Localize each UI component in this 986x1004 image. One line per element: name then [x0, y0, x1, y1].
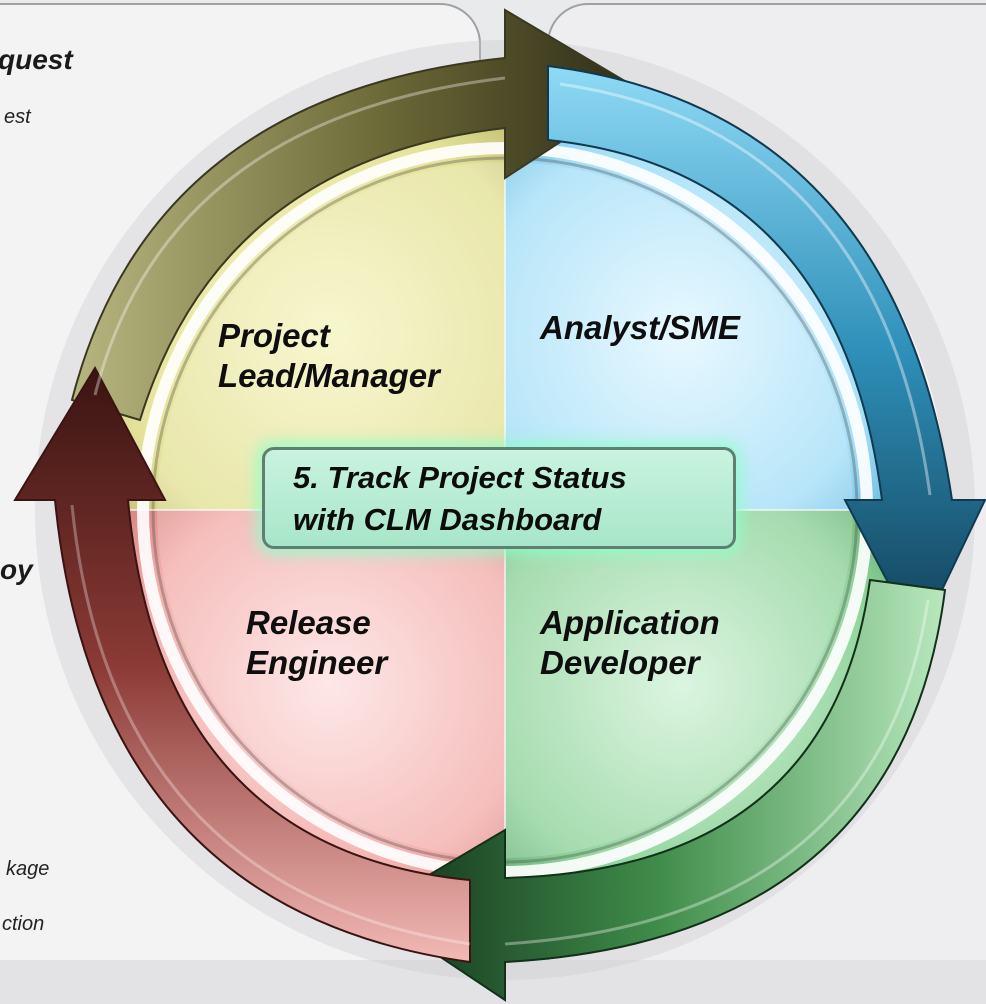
- quadrant-release: [65, 510, 505, 950]
- role-release-line1: Release: [246, 604, 371, 641]
- arrow-highlight-olive: [93, 76, 506, 396]
- center-callout-line2: with CLM Dashboard: [293, 502, 602, 537]
- role-project-lead-line1: Project: [218, 317, 330, 354]
- arrow-highlight-red: [70, 504, 471, 946]
- arrow-blue-band: [547, 64, 986, 643]
- left-subtext-bottom-2: ction: [2, 913, 45, 935]
- quadrant-developer: [505, 510, 945, 950]
- center-callout: 5. Track Project Status with CLM Dashboa…: [262, 447, 736, 549]
- left-subtext-bottom-1: kage: [6, 858, 50, 880]
- role-release-engineer: Release Engineer: [246, 603, 387, 683]
- arrow-highlight-blue: [559, 82, 932, 496]
- role-application-developer: Application Developer: [540, 603, 720, 683]
- role-analyst-label: Analyst/SME: [540, 309, 740, 346]
- left-heading-mid: oy: [0, 554, 33, 585]
- quadrant-analyst: [505, 70, 945, 510]
- role-project-lead-line2: Lead/Manager: [218, 357, 440, 394]
- arrow-green-band: [368, 578, 947, 1002]
- left-subtext-top: est: [4, 106, 31, 128]
- arrow-highlight-green: [504, 599, 930, 946]
- left-heading-top: quest: [0, 44, 73, 75]
- arrow-olive-band: [70, 8, 642, 422]
- role-release-line2: Engineer: [246, 644, 388, 681]
- arrow-red-band: [13, 365, 471, 964]
- role-project-lead: Project Lead/Manager: [218, 316, 440, 396]
- quadrant-project-lead: [65, 70, 505, 510]
- role-developer-line2: Developer: [540, 644, 700, 681]
- role-analyst: Analyst/SME: [540, 308, 740, 348]
- center-callout-line1: 5. Track Project Status: [293, 460, 627, 495]
- role-developer-line1: Application: [540, 604, 720, 641]
